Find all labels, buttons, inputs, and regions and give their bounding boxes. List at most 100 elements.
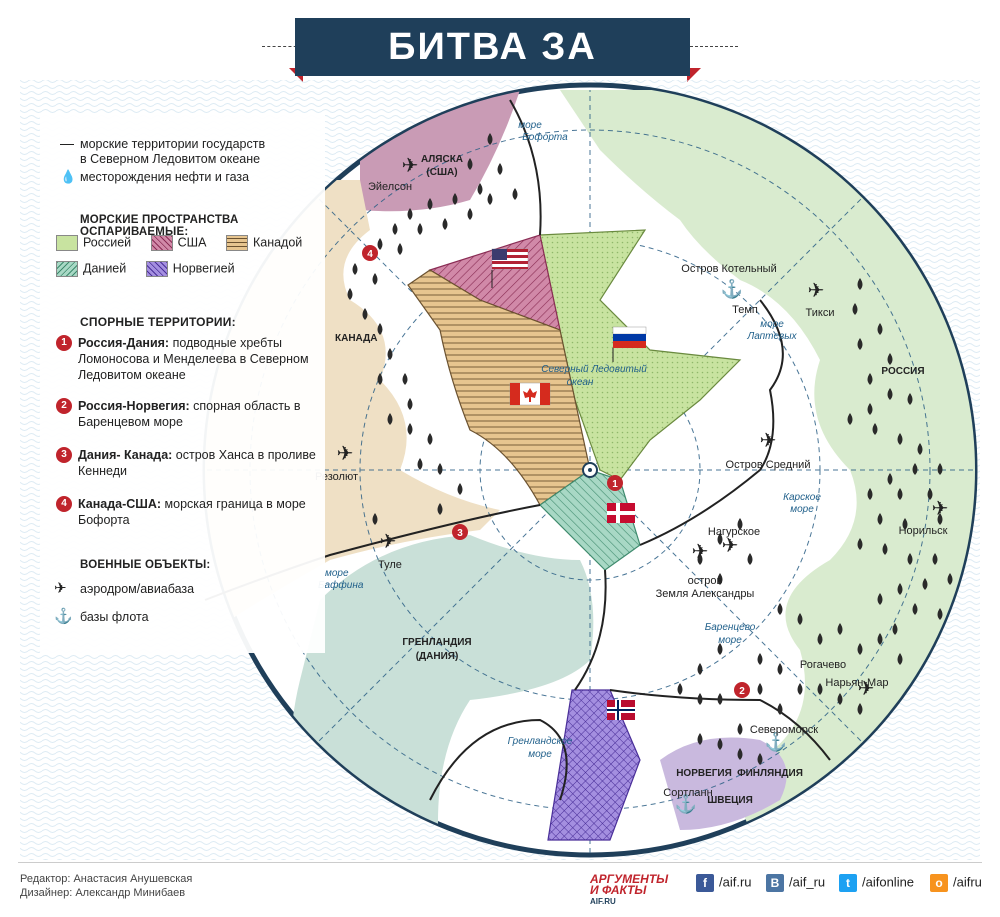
social-facebook[interactable]: f/aif.ru bbox=[696, 874, 752, 892]
naval-base-icons: ⚓⚓⚓ bbox=[675, 278, 787, 814]
oil-drop-icon bbox=[417, 223, 423, 235]
oil-drop-icon bbox=[872, 423, 878, 435]
label-resolute: Резолют bbox=[315, 471, 358, 483]
oil-drop-icon bbox=[947, 573, 953, 585]
oil-gas-fields bbox=[347, 133, 953, 765]
label-rogachevo: Рогачево bbox=[800, 659, 846, 671]
oil-drop-icon bbox=[882, 543, 888, 555]
oil-drop-icon bbox=[512, 188, 518, 200]
social-vk[interactable]: B/aif_ru bbox=[766, 874, 825, 892]
label-sredny: Остров Средний bbox=[726, 459, 811, 471]
label-greenland-sea-sub: море bbox=[528, 749, 552, 760]
title-rule-right bbox=[690, 46, 738, 47]
legend-oil: 💧месторождения нефти и газа bbox=[60, 169, 249, 185]
flag-usa-icon bbox=[491, 248, 529, 288]
oil-drop-icon bbox=[347, 288, 353, 300]
label-temp: Темп bbox=[732, 304, 758, 316]
oil-drop-icon bbox=[887, 353, 893, 365]
label-naryan-mar: Нарьян-Мар bbox=[825, 677, 888, 689]
oil-drop-icon bbox=[837, 693, 843, 705]
oil-drop-icon bbox=[897, 583, 903, 595]
swatch-canada-label: Канадой bbox=[252, 235, 303, 250]
oil-drop-icon bbox=[407, 208, 413, 220]
anchor-icon: ⚓ bbox=[675, 793, 697, 814]
airplane-icon: ✈ bbox=[722, 535, 739, 557]
anchor-icon: ⚓ bbox=[54, 608, 73, 625]
oil-drop-icon bbox=[427, 433, 433, 445]
oil-drop-icon bbox=[877, 593, 883, 605]
legend-military-heading: ВОЕННЫЕ ОБЪЕКТЫ: bbox=[80, 559, 211, 571]
oil-drop-icon bbox=[867, 373, 873, 385]
swatch-norway bbox=[145, 261, 168, 277]
airplane-icon: ✈ bbox=[932, 498, 949, 520]
designer-credit: Дизайнер: Александр Минибаев bbox=[20, 887, 186, 899]
oil-drop-icon bbox=[417, 458, 423, 470]
dispute-2-title: Россия-Норвегия: bbox=[78, 399, 190, 413]
label-norway: НОРВЕГИЯ bbox=[676, 768, 732, 779]
brand-line-1: АРГУМЕНТЫ bbox=[590, 872, 669, 886]
oil-drop-icon bbox=[867, 403, 873, 415]
oil-drop-icon bbox=[467, 158, 473, 170]
dispute-3-text: остров Ханса в проливе Кеннеди bbox=[78, 448, 316, 478]
svg-text:1: 1 bbox=[612, 479, 618, 490]
facebook-icon: f bbox=[696, 874, 714, 892]
social-odnoklassniki[interactable]: о/aifru bbox=[930, 874, 982, 892]
label-finland: ФИНЛЯНДИЯ bbox=[737, 768, 803, 779]
legend-sea-borders-text: морские территории государств bbox=[80, 137, 266, 151]
label-greenland-sub: (ДАНИЯ) bbox=[416, 651, 459, 662]
oil-drop-icon bbox=[777, 703, 783, 715]
label-zfj-sub: Земля Александры bbox=[656, 588, 755, 600]
aif-logo[interactable]: АРГУМЕНТЫ И ФАКТЫ AIF.RU bbox=[590, 872, 669, 907]
oil-drop-icon bbox=[487, 193, 493, 205]
swatch-norway-label: Норвегией bbox=[172, 261, 235, 276]
legend-oil-text: месторождения нефти и газа bbox=[80, 170, 250, 184]
banner-fold-right bbox=[687, 68, 701, 82]
legend-airfield-text: аэродром/авиабаза bbox=[80, 582, 195, 596]
oil-drop-icon bbox=[407, 398, 413, 410]
label-arctic-ocean: Северный Ледовитый bbox=[541, 364, 647, 375]
swatch-russia-label: Россией bbox=[83, 235, 132, 250]
oil-drop-icon bbox=[677, 683, 683, 695]
oil-drop-icon bbox=[377, 373, 383, 385]
label-kotelny: Остров Котельный bbox=[681, 263, 776, 275]
label-kara-sub: море bbox=[790, 504, 814, 515]
oil-drop-icon bbox=[697, 733, 703, 745]
oil-drop-icon bbox=[717, 643, 723, 655]
oil-drop-icon bbox=[737, 518, 743, 530]
oil-drop-icon bbox=[437, 463, 443, 475]
label-canada: КАНАДА bbox=[335, 333, 378, 344]
label-barents: Баренцево bbox=[705, 622, 756, 633]
oil-drop-icon bbox=[352, 263, 358, 275]
oil-drop-icon bbox=[377, 323, 383, 335]
oil-drop-icon bbox=[452, 193, 458, 205]
social-twitter[interactable]: t/aifonline bbox=[839, 874, 914, 892]
label-eielson: Эйелсон bbox=[368, 181, 412, 193]
airplane-icon: ✈ bbox=[760, 430, 777, 452]
legend-sea-borders-text-2: в Северном Ледовитом океане bbox=[80, 152, 261, 166]
oil-drop-icon bbox=[407, 423, 413, 435]
oil-drop-icon bbox=[737, 723, 743, 735]
label-thule: Туле bbox=[378, 559, 402, 571]
russia-land bbox=[560, 90, 975, 855]
oil-drop-icon bbox=[372, 273, 378, 285]
label-norilsk: Норильск bbox=[899, 525, 948, 537]
oil-drop-icon bbox=[402, 373, 408, 385]
swatch-usa-label: США bbox=[177, 235, 207, 250]
oil-drop-icon bbox=[937, 463, 943, 475]
oil-drop-icon bbox=[857, 703, 863, 715]
oil-drop-icon bbox=[922, 578, 928, 590]
footer-divider bbox=[18, 862, 982, 863]
oil-drop-icon bbox=[877, 323, 883, 335]
oil-drop-icon bbox=[477, 183, 483, 195]
facebook-label: /aif.ru bbox=[719, 874, 752, 890]
legend-sea-borders: морские территории государств в Северном… bbox=[60, 137, 265, 167]
oil-drop-icon bbox=[362, 308, 368, 320]
oil-drop-icon bbox=[737, 748, 743, 760]
svg-text:2: 2 bbox=[739, 686, 745, 697]
oil-drop-icon bbox=[797, 613, 803, 625]
oil-drop-icon bbox=[757, 683, 763, 695]
legend-contested-row-2: Данией Норвегией bbox=[56, 261, 235, 277]
label-alaska: АЛЯСКА bbox=[421, 154, 463, 165]
oil-drop-icon bbox=[717, 573, 723, 585]
label-arctic-ocean-sub: океан bbox=[567, 377, 594, 388]
